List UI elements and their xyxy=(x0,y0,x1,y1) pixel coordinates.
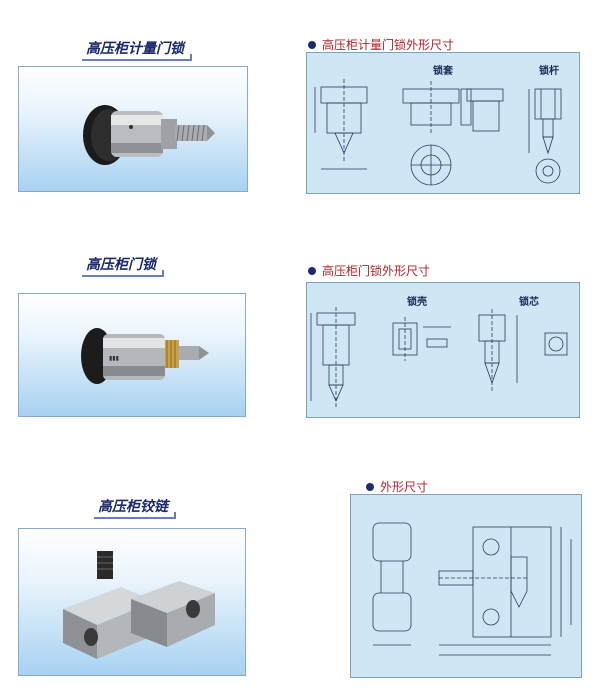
product-label-door-lock: 高压柜门锁 xyxy=(82,254,164,277)
hinge-schematic xyxy=(372,522,572,656)
drawing-metering-lock: 锁套 锁杆 xyxy=(306,52,580,194)
label-underline-tick xyxy=(162,270,164,277)
drawing-title-door-lock: 高压柜门锁外形尺寸 xyxy=(308,262,430,279)
product-label-hinge: 高压柜铰链 xyxy=(94,496,176,519)
drawing-door-lock: 锁壳 锁芯 xyxy=(306,282,580,418)
part-label-sleeve: 锁套 xyxy=(433,66,453,77)
drawing-title-text: 高压柜门锁外形尺寸 xyxy=(322,264,431,278)
hinge-icon xyxy=(63,551,215,659)
bullet-icon xyxy=(366,482,374,491)
part-label-rod: 锁杆 xyxy=(539,66,559,77)
photo-hinge xyxy=(18,528,246,676)
product-label-text: 高压柜门锁 xyxy=(86,257,156,273)
label-underline xyxy=(82,59,192,61)
metering-lock-schematic xyxy=(314,79,562,186)
label-underline-tick xyxy=(190,54,192,61)
drawing-title-text: 外形尺寸 xyxy=(380,480,429,494)
label-underline xyxy=(82,275,164,277)
label-underline-tick xyxy=(174,512,176,519)
door-lock-schematic xyxy=(310,307,568,407)
part-label-housing: 锁壳 xyxy=(407,297,427,308)
part-label-core: 锁芯 xyxy=(519,297,539,308)
photo-metering-lock xyxy=(18,66,248,192)
product-label-metering-lock: 高压柜计量门锁 xyxy=(82,38,192,61)
label-underline xyxy=(94,517,176,519)
drawing-title-hinge: 外形尺寸 xyxy=(366,478,428,495)
bullet-icon xyxy=(308,266,316,275)
svg-text:▮▮▮: ▮▮▮ xyxy=(109,355,119,362)
photo-door-lock: ▮▮▮ xyxy=(18,293,246,417)
product-label-text: 高压柜计量门锁 xyxy=(86,41,184,57)
door-lock-icon: ▮▮▮ xyxy=(81,328,209,384)
metering-lock-icon xyxy=(83,105,215,165)
drawing-hinge xyxy=(350,494,582,678)
product-label-text: 高压柜铰链 xyxy=(98,499,168,515)
drawing-title-text: 高压柜计量门锁外形尺寸 xyxy=(322,38,455,52)
drawing-title-metering-lock: 高压柜计量门锁外形尺寸 xyxy=(308,36,454,53)
bullet-icon xyxy=(308,40,316,49)
